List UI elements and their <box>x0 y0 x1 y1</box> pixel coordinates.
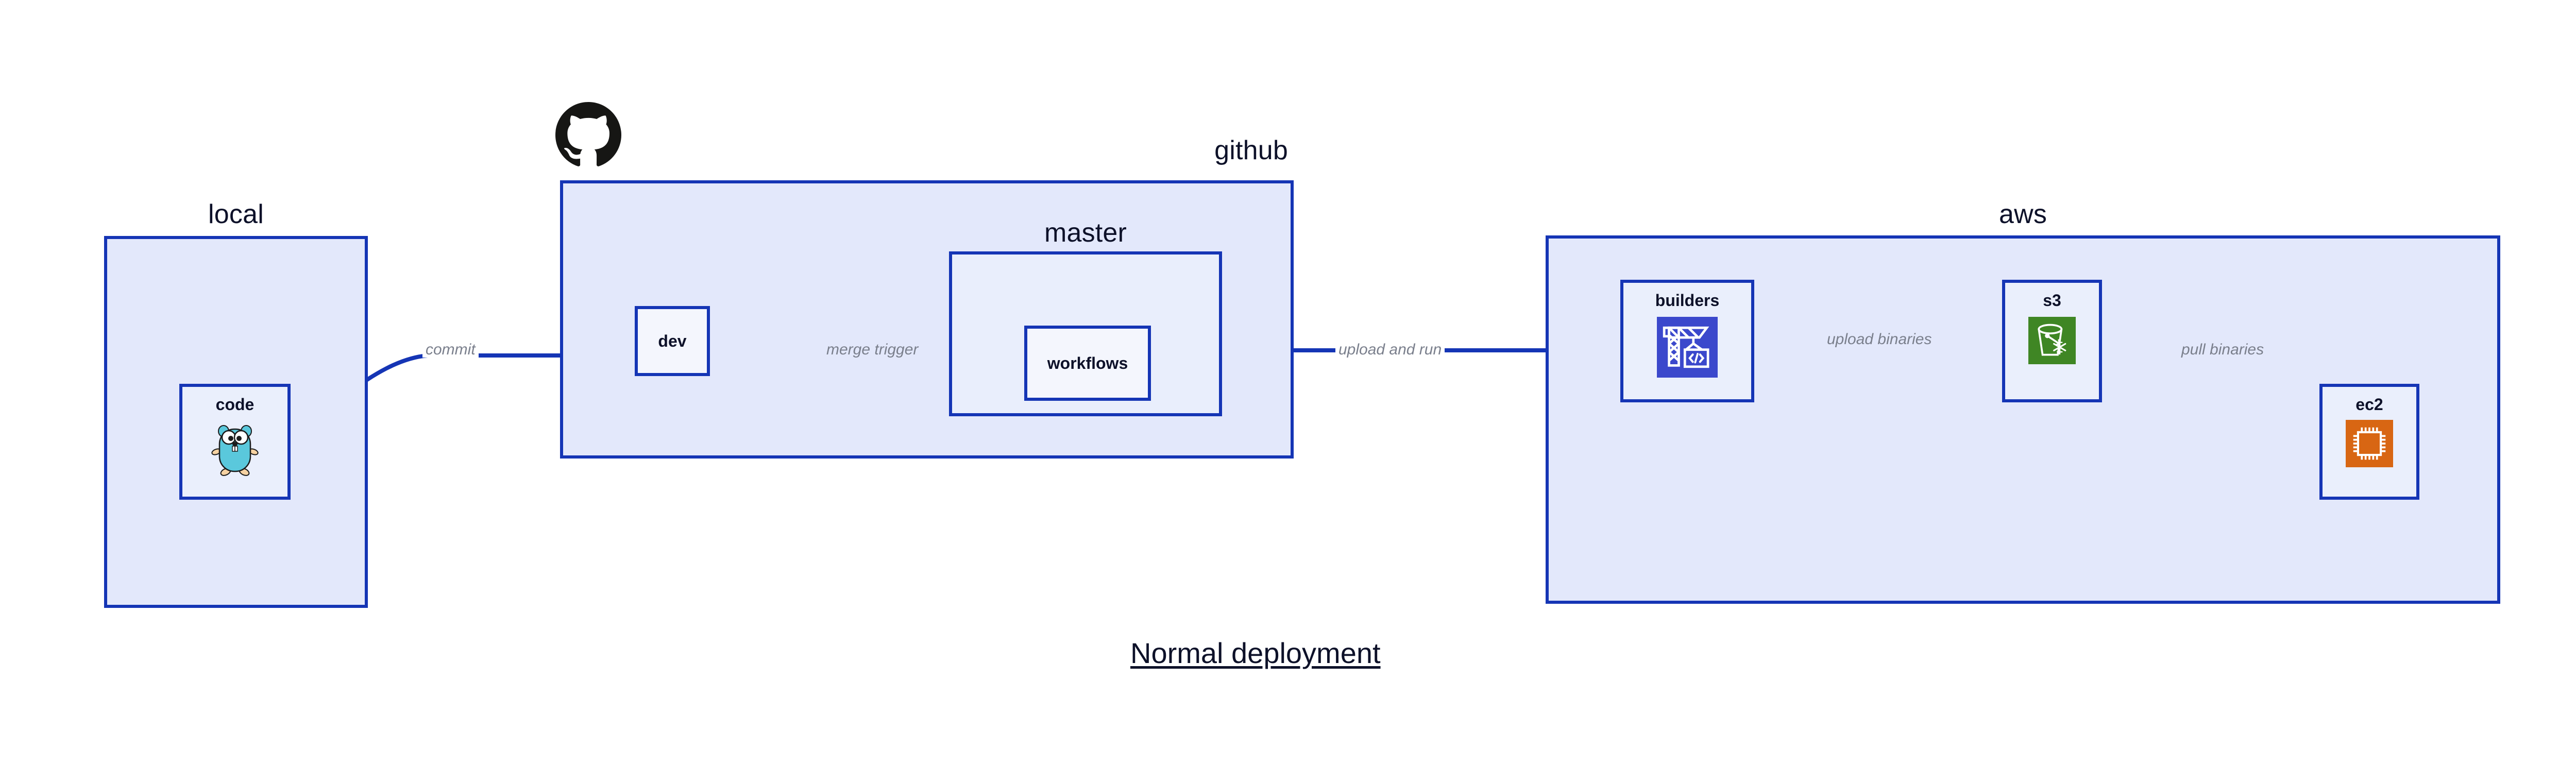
aws-ec2-icon <box>2346 420 2393 470</box>
node-label-dev: dev <box>658 332 687 350</box>
node-box-code[interactable]: code <box>179 384 291 500</box>
node-box-dev[interactable]: dev <box>635 306 710 376</box>
node-box-workflows[interactable]: workflows <box>1024 326 1151 401</box>
go-gopher-icon <box>210 420 260 480</box>
aws-s3-glacier-icon <box>2028 317 2076 367</box>
node-label-code: code <box>215 395 255 414</box>
group-label-local: local <box>208 199 264 229</box>
subgroup-label-master: master <box>1044 218 1127 248</box>
node-label-workflows: workflows <box>1047 354 1128 372</box>
node-box-ec2[interactable]: ec2 <box>2319 384 2419 500</box>
figure-title: Normal deployment <box>1130 637 1381 669</box>
edge-label-commit: commit <box>422 342 479 358</box>
aws-codebuild-icon <box>1657 317 1718 380</box>
node-label-builders: builders <box>1655 291 1720 310</box>
edge-label-upload-binaries: upload binaries <box>1824 332 1935 347</box>
group-label-aws: aws <box>1998 199 2047 229</box>
edge-label-upload-and-run: upload and run <box>1335 342 1445 358</box>
edge-label-pull-binaries: pull binaries <box>2178 342 2267 358</box>
node-box-builders[interactable]: builders <box>1620 280 1754 402</box>
node-box-s3[interactable]: s3 <box>2002 280 2102 402</box>
node-label-ec2: ec2 <box>2355 395 2383 414</box>
group-label-github: github <box>1214 135 1288 165</box>
edge-label-merge-trigger: merge trigger <box>823 342 922 358</box>
node-label-s3: s3 <box>2043 291 2061 310</box>
github-octocat-icon <box>555 102 621 168</box>
